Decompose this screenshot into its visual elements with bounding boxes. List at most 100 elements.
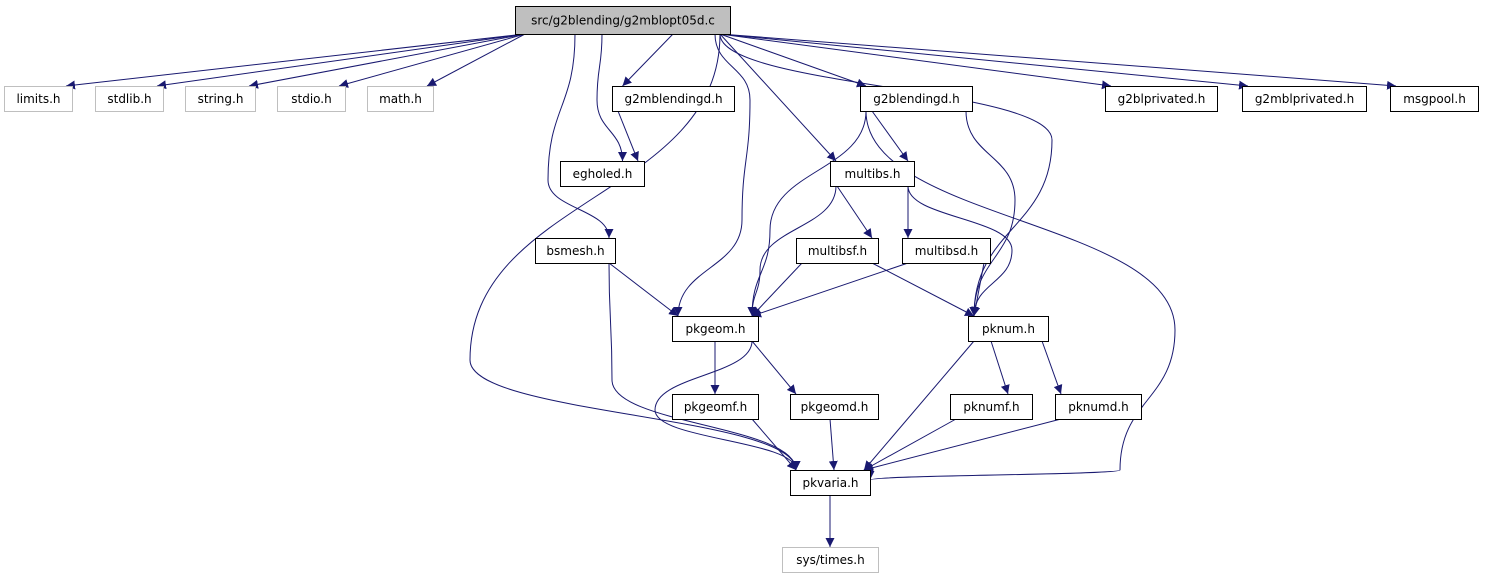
edge-g2mblendingd-to-egholed [617,110,639,162]
node-label-pknumf: pknumf.h [963,400,1019,414]
node-label-pkgeomf: pkgeomf.h [684,400,747,414]
edge-multibsf-to-pkgeom [751,262,803,317]
node-pkgeomd[interactable]: pkgeomd.h [790,394,879,420]
edge-bsmesh-to-pkvaria [608,262,801,471]
node-label-stdio: stdio.h [291,92,331,106]
edge-pknum-to-pknumf [990,340,1010,395]
node-box-pkgeom [672,316,759,342]
edge-pknumf-to-pkvaria [863,418,957,471]
node-stdio: stdio.h [277,86,346,112]
node-math: math.h [367,86,434,112]
edge-root-to-g2mblprivated [719,33,1249,90]
node-label-math: math.h [379,92,422,106]
header-nodes: src/g2blending/g2mblopt05d.c limits.h stdl… [4,6,1479,573]
node-label-egholed: egholed.h [573,167,633,181]
node-multibsd[interactable]: multibsd.h [902,238,991,264]
node-g2blprivated[interactable]: g2blprivated.h [1105,86,1218,112]
node-box-pkvaria [790,470,871,496]
node-stdlib: stdlib.h [95,86,164,112]
node-egholed[interactable]: egholed.h [560,161,645,187]
edge-pkgeomd-to-pkvaria [828,418,838,471]
edge-root-to-stdio [338,33,526,88]
node-box-systimes [782,547,879,573]
edge-g2blendingd-to-pkvaria [865,110,1176,481]
node-g2blendingd[interactable]: g2blendingd.h [860,86,973,112]
node-label-bsmesh: bsmesh.h [546,244,604,258]
node-systimes: sys/times.h [782,547,879,573]
node-label-systimes: sys/times.h [796,553,864,567]
node-box-msgpool [1390,86,1479,112]
node-label-msgpool: msgpool.h [1403,92,1466,106]
edge-root-to-string [248,33,526,89]
node-string: string.h [185,86,256,112]
node-box-multibsf [796,238,879,264]
edge-pknum-to-pknumd [1041,340,1063,395]
node-label-g2blendingd: g2blendingd.h [873,92,959,106]
edge-pknum-to-pkvaria [863,340,975,471]
node-box-pknum [968,316,1049,342]
edge-bsmesh-to-pkgeom [608,262,679,317]
edge-multibs-to-multibsf [836,185,873,239]
node-label-g2mblprivated: g2mblprivated.h [1255,92,1354,106]
edge-root-to-msgpool [719,33,1397,90]
edge-multibsf-to-pknum [871,262,975,317]
node-pknumd[interactable]: pknumd.h [1055,394,1142,420]
node-g2mblprivated[interactable]: g2mblprivated.h [1242,86,1367,112]
node-box-pknumf [950,394,1033,420]
node-pkvaria[interactable]: pkvaria.h [790,470,871,496]
node-box-root [515,6,731,35]
edge-root-to-bsmesh [547,33,614,239]
node-multibs[interactable]: multibs.h [830,161,915,187]
edge-root-to-pkgeom [673,33,751,317]
edge-multibsd-to-pknum [971,262,985,317]
edge-root-to-g2blendingd [719,33,867,88]
node-box-g2blprivated [1105,86,1218,112]
node-pkgeomf[interactable]: pkgeomf.h [672,394,759,420]
node-label-stdlib: stdlib.h [107,92,151,106]
node-box-stdlib [95,86,164,112]
edge-root-to-pknum [719,33,1053,317]
node-label-pkgeom: pkgeom.h [685,322,745,336]
node-box-pknumd [1055,394,1142,420]
edge-root-to-pkvaria [469,33,801,471]
edge-multibsd-to-pkgeom [751,262,909,318]
edge-g2blendingd-to-pknum [965,110,1016,317]
node-box-g2mblendingd [612,86,735,112]
node-box-g2blendingd [860,86,973,112]
node-msgpool[interactable]: msgpool.h [1390,86,1479,112]
node-box-bsmesh [535,238,616,264]
node-box-g2mblprivated [1242,86,1367,112]
edge-multibs-to-pkgeom [747,185,837,317]
node-box-stdio [277,86,346,112]
edge-root-to-limits [65,33,526,90]
dependency-edges [65,33,1397,547]
node-bsmesh[interactable]: bsmesh.h [535,238,616,264]
node-label-string: string.h [198,92,244,106]
node-box-string [185,86,256,112]
node-pknum[interactable]: pknum.h [968,316,1049,342]
node-label-root: src/g2blending/g2mblopt05d.c [531,14,715,28]
node-box-limits [4,86,73,112]
node-limits: limits.h [4,86,73,112]
edge-pknumd-to-pkvaria [863,418,1062,473]
node-root[interactable]: src/g2blending/g2mblopt05d.c [515,6,731,35]
node-multibsf[interactable]: multibsf.h [796,238,879,264]
edge-root-to-math [426,33,526,87]
edge-g2blendingd-to-multibs [871,110,909,162]
edge-pkgeomf-to-pkvaria [751,418,797,471]
node-box-pkgeomd [790,394,879,420]
node-label-pkgeomd: pkgeomd.h [801,400,869,414]
node-label-g2mblendingd: g2mblendingd.h [624,92,722,106]
node-label-multibsf: multibsf.h [808,244,867,258]
edge-multibs-to-pknum [907,185,1013,317]
node-box-multibs [830,161,915,187]
node-label-pknumd: pknumd.h [1068,400,1129,414]
edge-root-to-g2mblendingd [622,33,674,87]
edge-pkgeom-to-pkgeomd [751,340,797,395]
node-label-g2blprivated: g2blprivated.h [1118,92,1206,106]
node-box-math [367,86,434,112]
node-pknumf[interactable]: pknumf.h [950,394,1033,420]
node-g2mblendingd[interactable]: g2mblendingd.h [612,86,735,112]
node-label-pknum: pknum.h [982,322,1035,336]
node-pkgeom[interactable]: pkgeom.h [672,316,759,342]
